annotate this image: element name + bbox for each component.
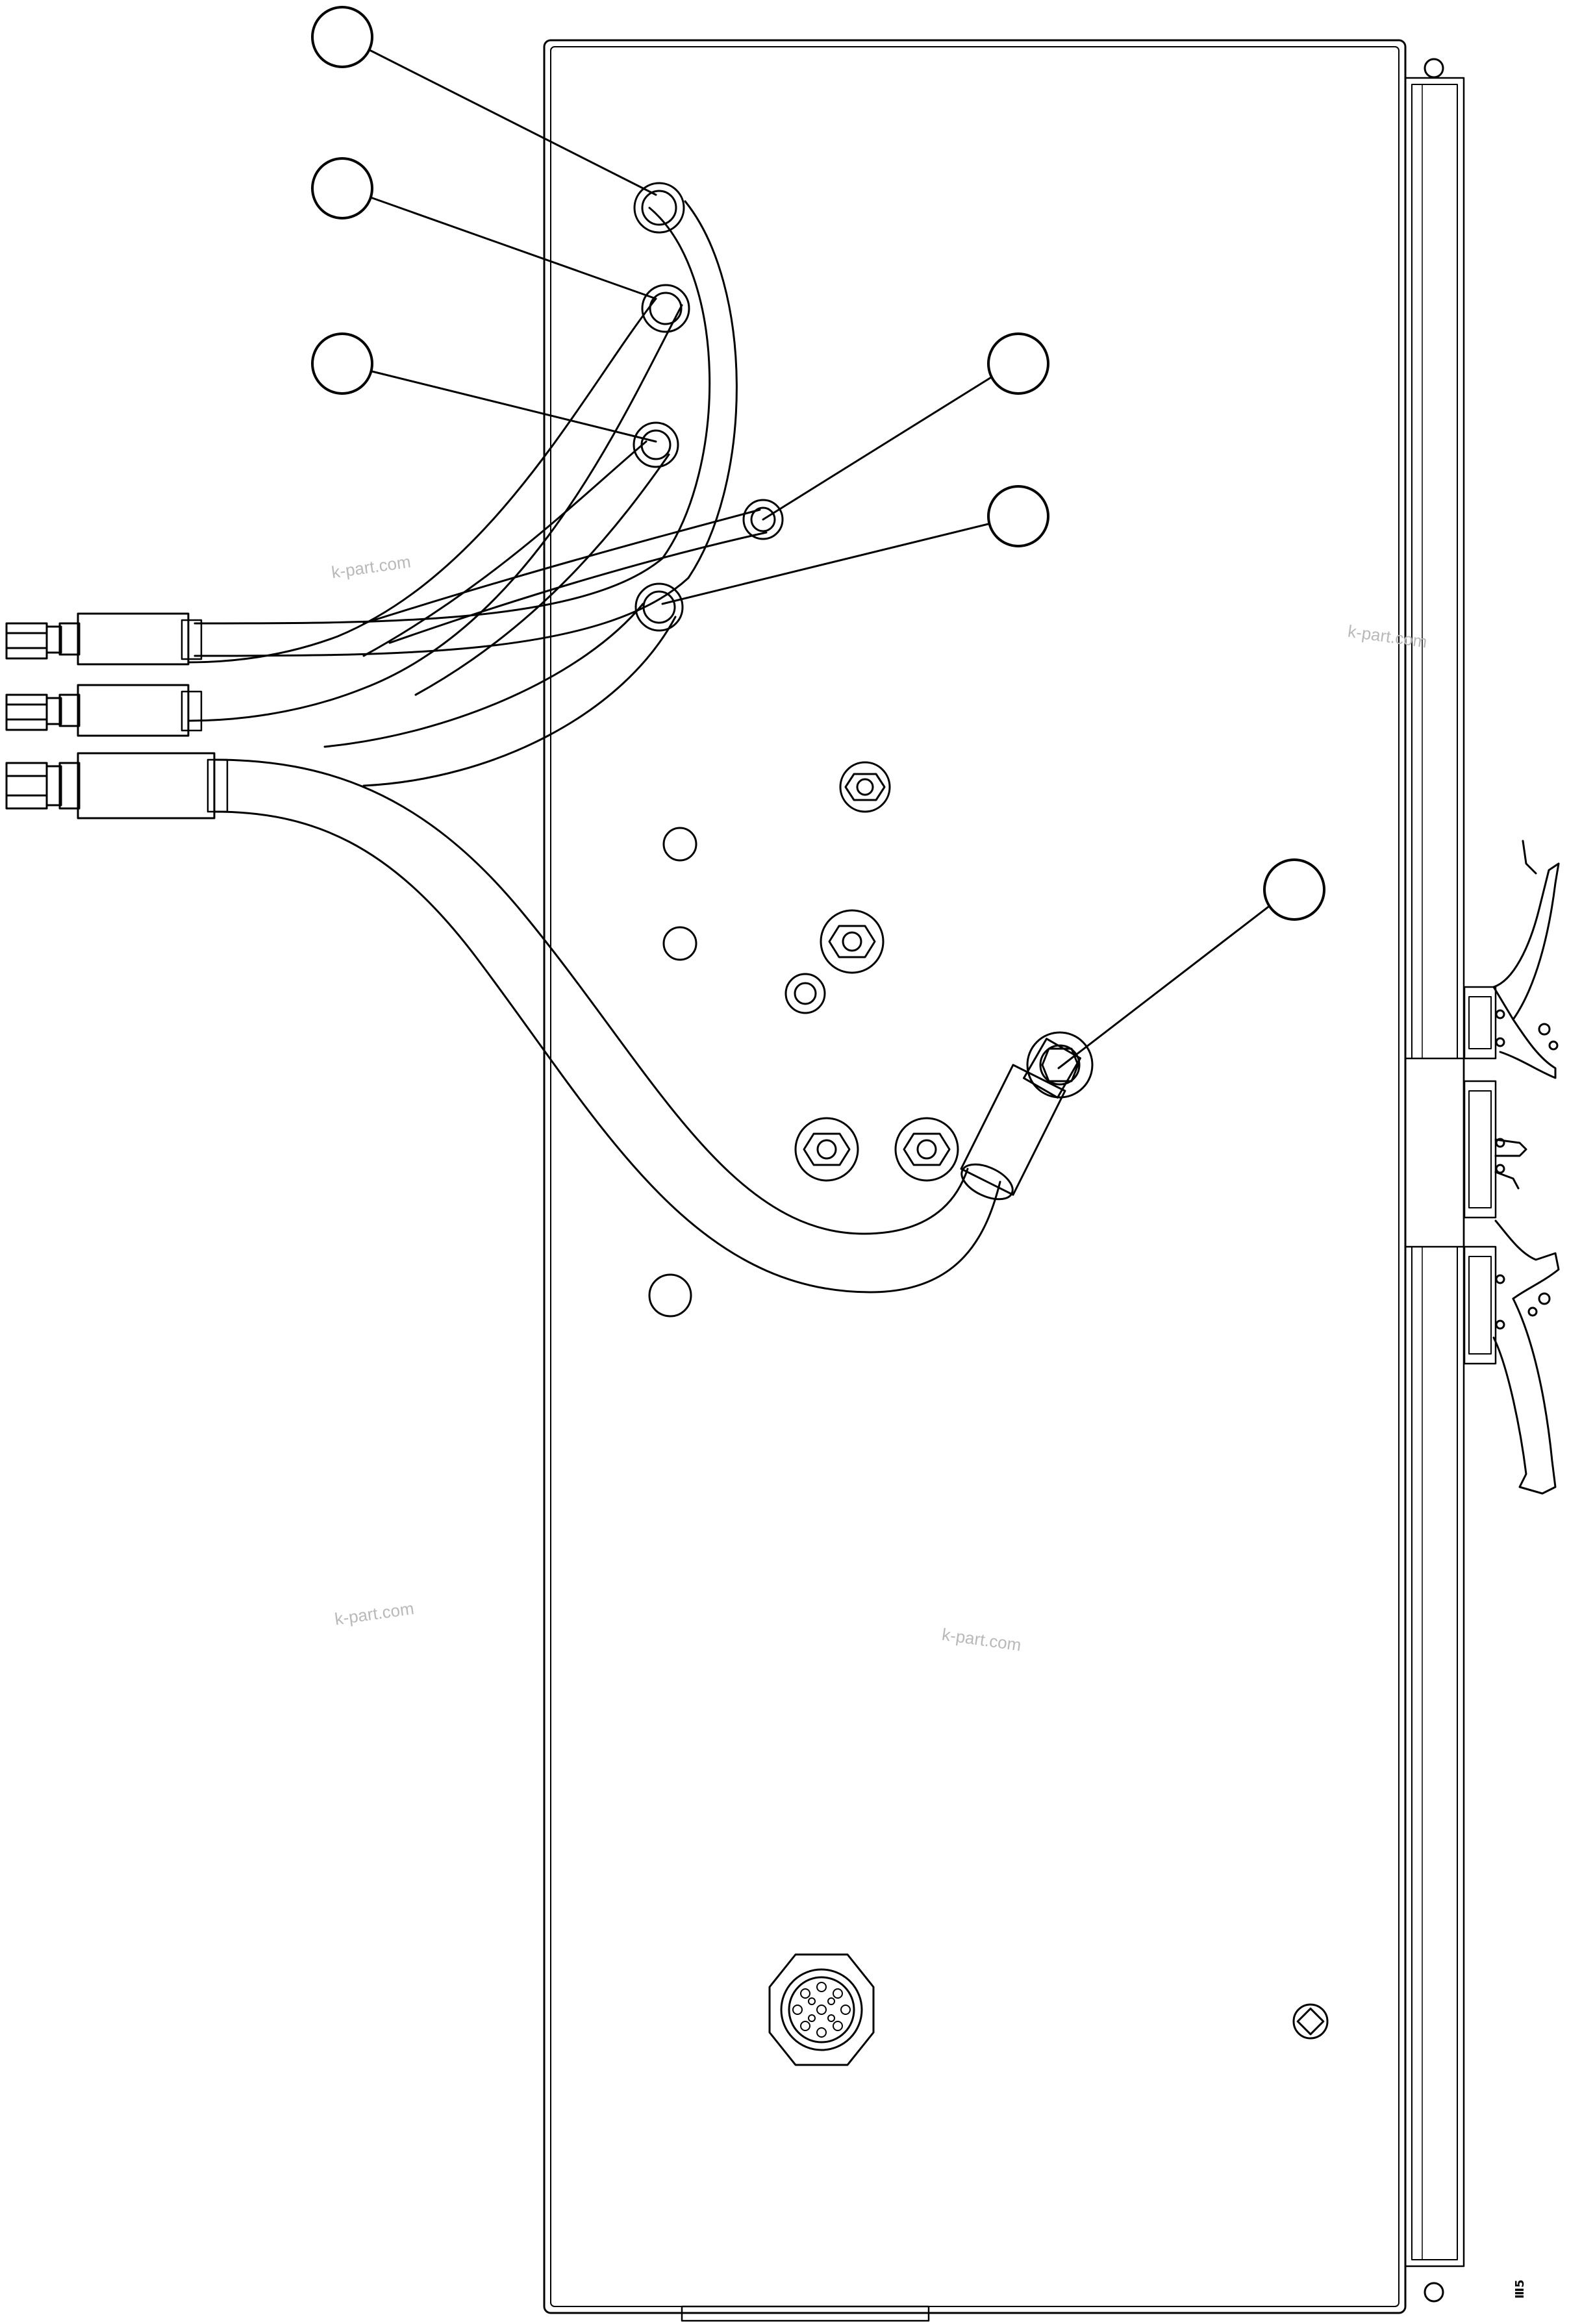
hex-nut xyxy=(794,1117,859,1182)
hose-3 xyxy=(362,421,679,696)
electrical-connector xyxy=(768,1953,875,2066)
hex-nut xyxy=(894,1117,959,1182)
callout-2 xyxy=(311,157,373,219)
plug-fitting xyxy=(1292,2003,1329,2040)
callout-1 xyxy=(311,6,373,68)
hex-nut xyxy=(839,761,891,813)
panel-hole xyxy=(662,926,697,961)
panel-hole xyxy=(648,1273,692,1318)
upper-latch xyxy=(1463,840,1560,1079)
hose-4 xyxy=(362,499,784,644)
hose-5 xyxy=(323,582,684,787)
side-rail xyxy=(1404,58,1465,2303)
fitting-2 xyxy=(5,684,203,737)
panel-body xyxy=(543,39,1407,2322)
hose-6 xyxy=(213,758,1094,1293)
callout-5 xyxy=(987,485,1049,547)
fitting-3 xyxy=(5,752,229,819)
lower-latch xyxy=(1463,1219,1560,1495)
center-latch-block xyxy=(1404,1057,1527,1248)
callout-6 xyxy=(1263,858,1325,921)
washer xyxy=(784,973,826,1014)
hex-nut xyxy=(820,909,885,974)
callout-3 xyxy=(311,332,373,395)
hose-2 xyxy=(187,284,690,722)
drawing-code: Ⅲ5 xyxy=(1513,2279,1527,2299)
leader-lines xyxy=(366,47,1271,1069)
callout-4 xyxy=(987,332,1049,395)
panel-hole xyxy=(662,827,697,862)
fitting-1 xyxy=(5,612,203,666)
